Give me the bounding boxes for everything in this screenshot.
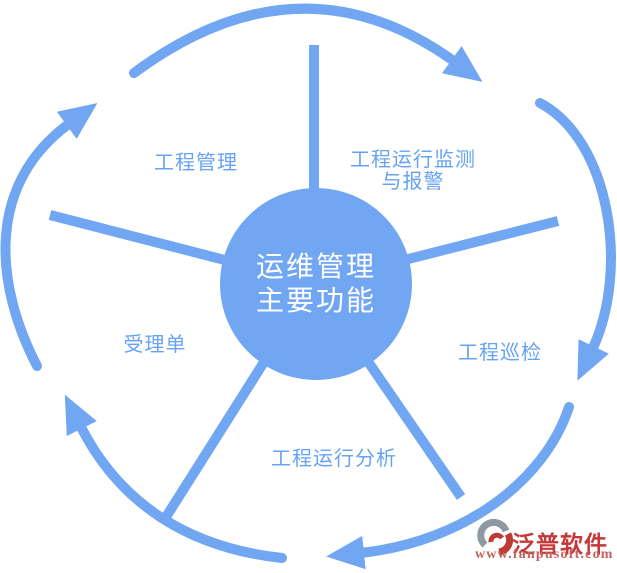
fanpu-logo-icon bbox=[477, 518, 514, 556]
node-label-acceptance-order: 受理单 bbox=[123, 334, 187, 356]
watermark-brand: 泛普软件 bbox=[512, 531, 608, 557]
cycle-arrow-left bbox=[0, 102, 98, 371]
cycle-arrow-bottom-left bbox=[64, 394, 287, 563]
node-label-project-management: 工程管理 bbox=[154, 152, 238, 174]
center-circle bbox=[220, 188, 412, 380]
cycle-arrow-bottom-right bbox=[326, 402, 574, 570]
logo-gray-arc bbox=[477, 518, 510, 548]
cycle-arrow-top bbox=[129, 3, 483, 82]
node-label-project-inspection: 工程巡检 bbox=[458, 342, 542, 364]
logo-red-arc bbox=[498, 532, 514, 556]
node-label-operation-monitoring-alarm: 工程运行监测 与报警 bbox=[350, 149, 476, 193]
center-label-line2: 主要功能 bbox=[255, 285, 377, 316]
center-label: 运维管理 主要功能 bbox=[256, 250, 376, 318]
cycle-arrows bbox=[0, 3, 616, 570]
cycle-arrow-right bbox=[535, 98, 616, 381]
logo-red-inner-arc bbox=[488, 532, 505, 543]
center-label-line1: 运维管理 bbox=[255, 251, 377, 282]
watermark-url: www.fanpusoft.com bbox=[475, 547, 614, 562]
watermark: 泛普软件 www.fanpusoft.com bbox=[474, 518, 614, 568]
node-label-operation-analysis: 工程运行分析 bbox=[271, 448, 397, 470]
